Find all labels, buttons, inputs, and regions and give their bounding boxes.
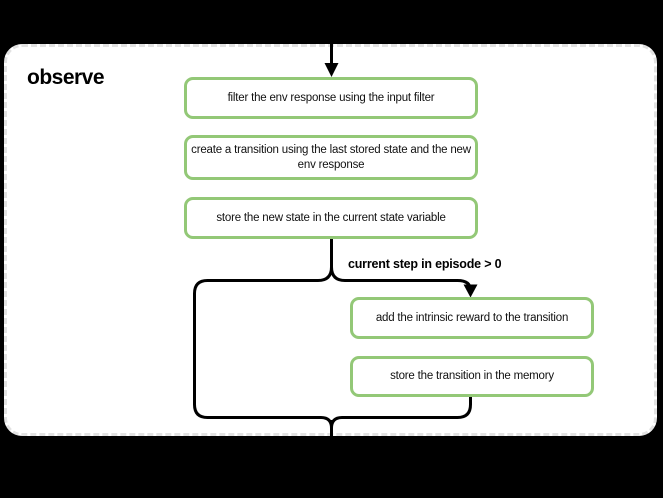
step-node-create-transition: create a transition using the last store…	[184, 135, 478, 180]
connector-skip-branch	[193, 266, 333, 429]
step-node-store-new-state: store the new state in the current state…	[184, 197, 478, 239]
step-label: add the intrinsic reward to the transiti…	[375, 311, 569, 324]
step-label: filter the env response using the input …	[227, 91, 435, 104]
step-node-store-transition-memory: store the transition in the memory	[350, 356, 594, 397]
connector-merge	[330, 397, 472, 429]
step-node-add-intrinsic-reward: add the intrinsic reward to the transiti…	[350, 297, 594, 339]
step-label: store the transition in the memory	[390, 370, 554, 383]
arrowhead-down-icon	[324, 63, 339, 77]
step-label: store the new state in the current state…	[216, 211, 446, 224]
condition-label: current step in episode > 0	[348, 257, 502, 271]
panel-title: observe	[27, 66, 105, 89]
step-label: create a transition using the last store…	[191, 143, 471, 171]
arrowhead-down-icon	[463, 284, 478, 298]
step-node-filter-env-response: filter the env response using the input …	[184, 77, 478, 119]
